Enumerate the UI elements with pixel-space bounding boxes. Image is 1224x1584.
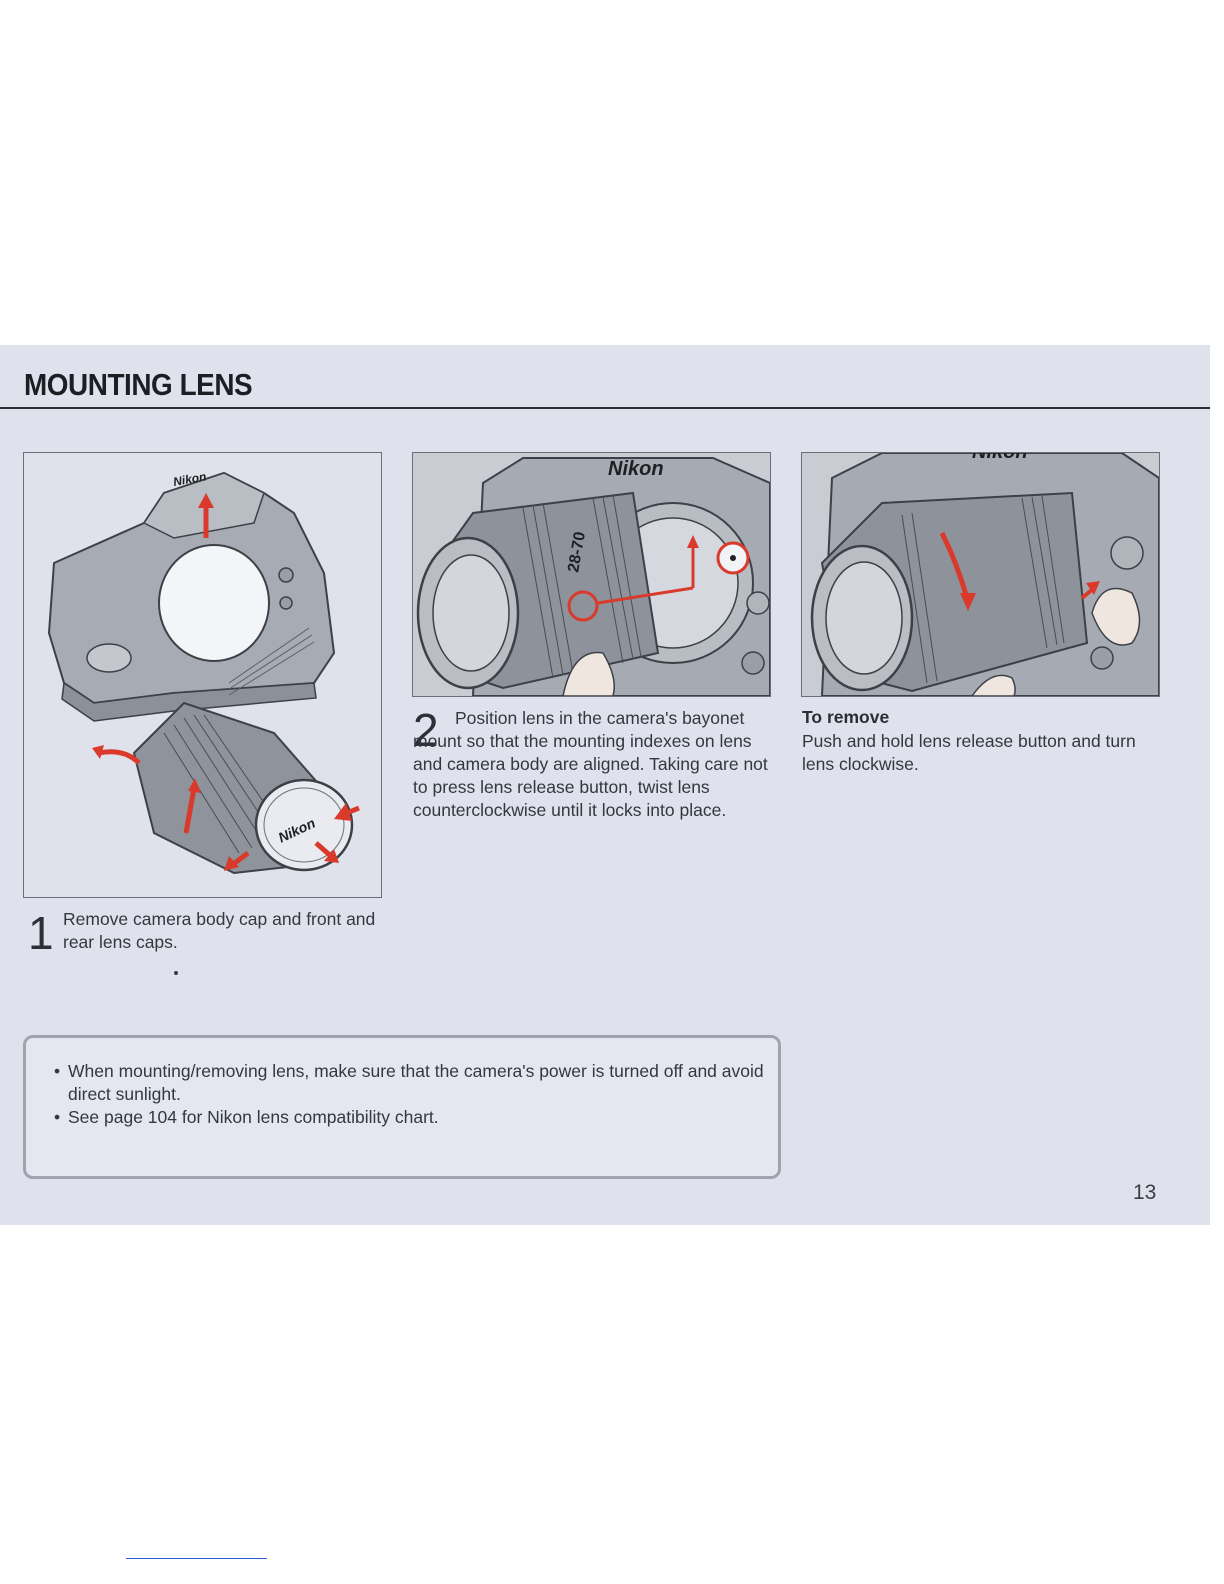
lens-removal-illustration: Nikon xyxy=(802,453,1159,696)
notes-box: When mounting/removing lens, make sure t… xyxy=(23,1035,781,1179)
link-underline[interactable] xyxy=(126,1558,267,1559)
camera-brand-mark: Nikon xyxy=(608,458,664,480)
manual-page: MOUNTING LENS Nikon xyxy=(0,345,1210,1225)
lens-alignment-illustration: Nikon 28-70 xyxy=(413,453,770,696)
figure-remove-lens: Nikon xyxy=(801,452,1160,697)
step-1-number: 1 xyxy=(28,907,54,959)
page-number: 13 xyxy=(1133,1181,1157,1204)
stray-dot xyxy=(174,971,178,975)
camera-brand-mark: Nikon xyxy=(972,453,1028,463)
camera-body-and-lens-illustration: Nikon Nikon xyxy=(47,469,360,875)
remove-heading: To remove xyxy=(802,707,890,727)
note-item: See page 104 for Nikon lens compatibilit… xyxy=(54,1106,768,1129)
figure-mount-lens: Nikon 28-70 xyxy=(412,452,771,697)
figure-remove-caps: Nikon Nikon xyxy=(23,452,382,898)
remove-text: Push and hold lens release button and tu… xyxy=(802,731,1136,774)
title-rule xyxy=(0,407,1210,409)
lens-focal-marking: 28-70 xyxy=(565,530,589,573)
step-2-text: Position lens in the camera's bayonet mo… xyxy=(413,708,768,820)
page-title: MOUNTING LENS xyxy=(24,367,253,402)
step-1-text: Remove camera body cap and front and rea… xyxy=(63,909,376,952)
step-2-number: 2 xyxy=(413,704,439,756)
note-item: When mounting/removing lens, make sure t… xyxy=(54,1060,768,1106)
camera-brand-mark: Nikon xyxy=(172,469,207,489)
notes-list: When mounting/removing lens, make sure t… xyxy=(26,1038,778,1129)
